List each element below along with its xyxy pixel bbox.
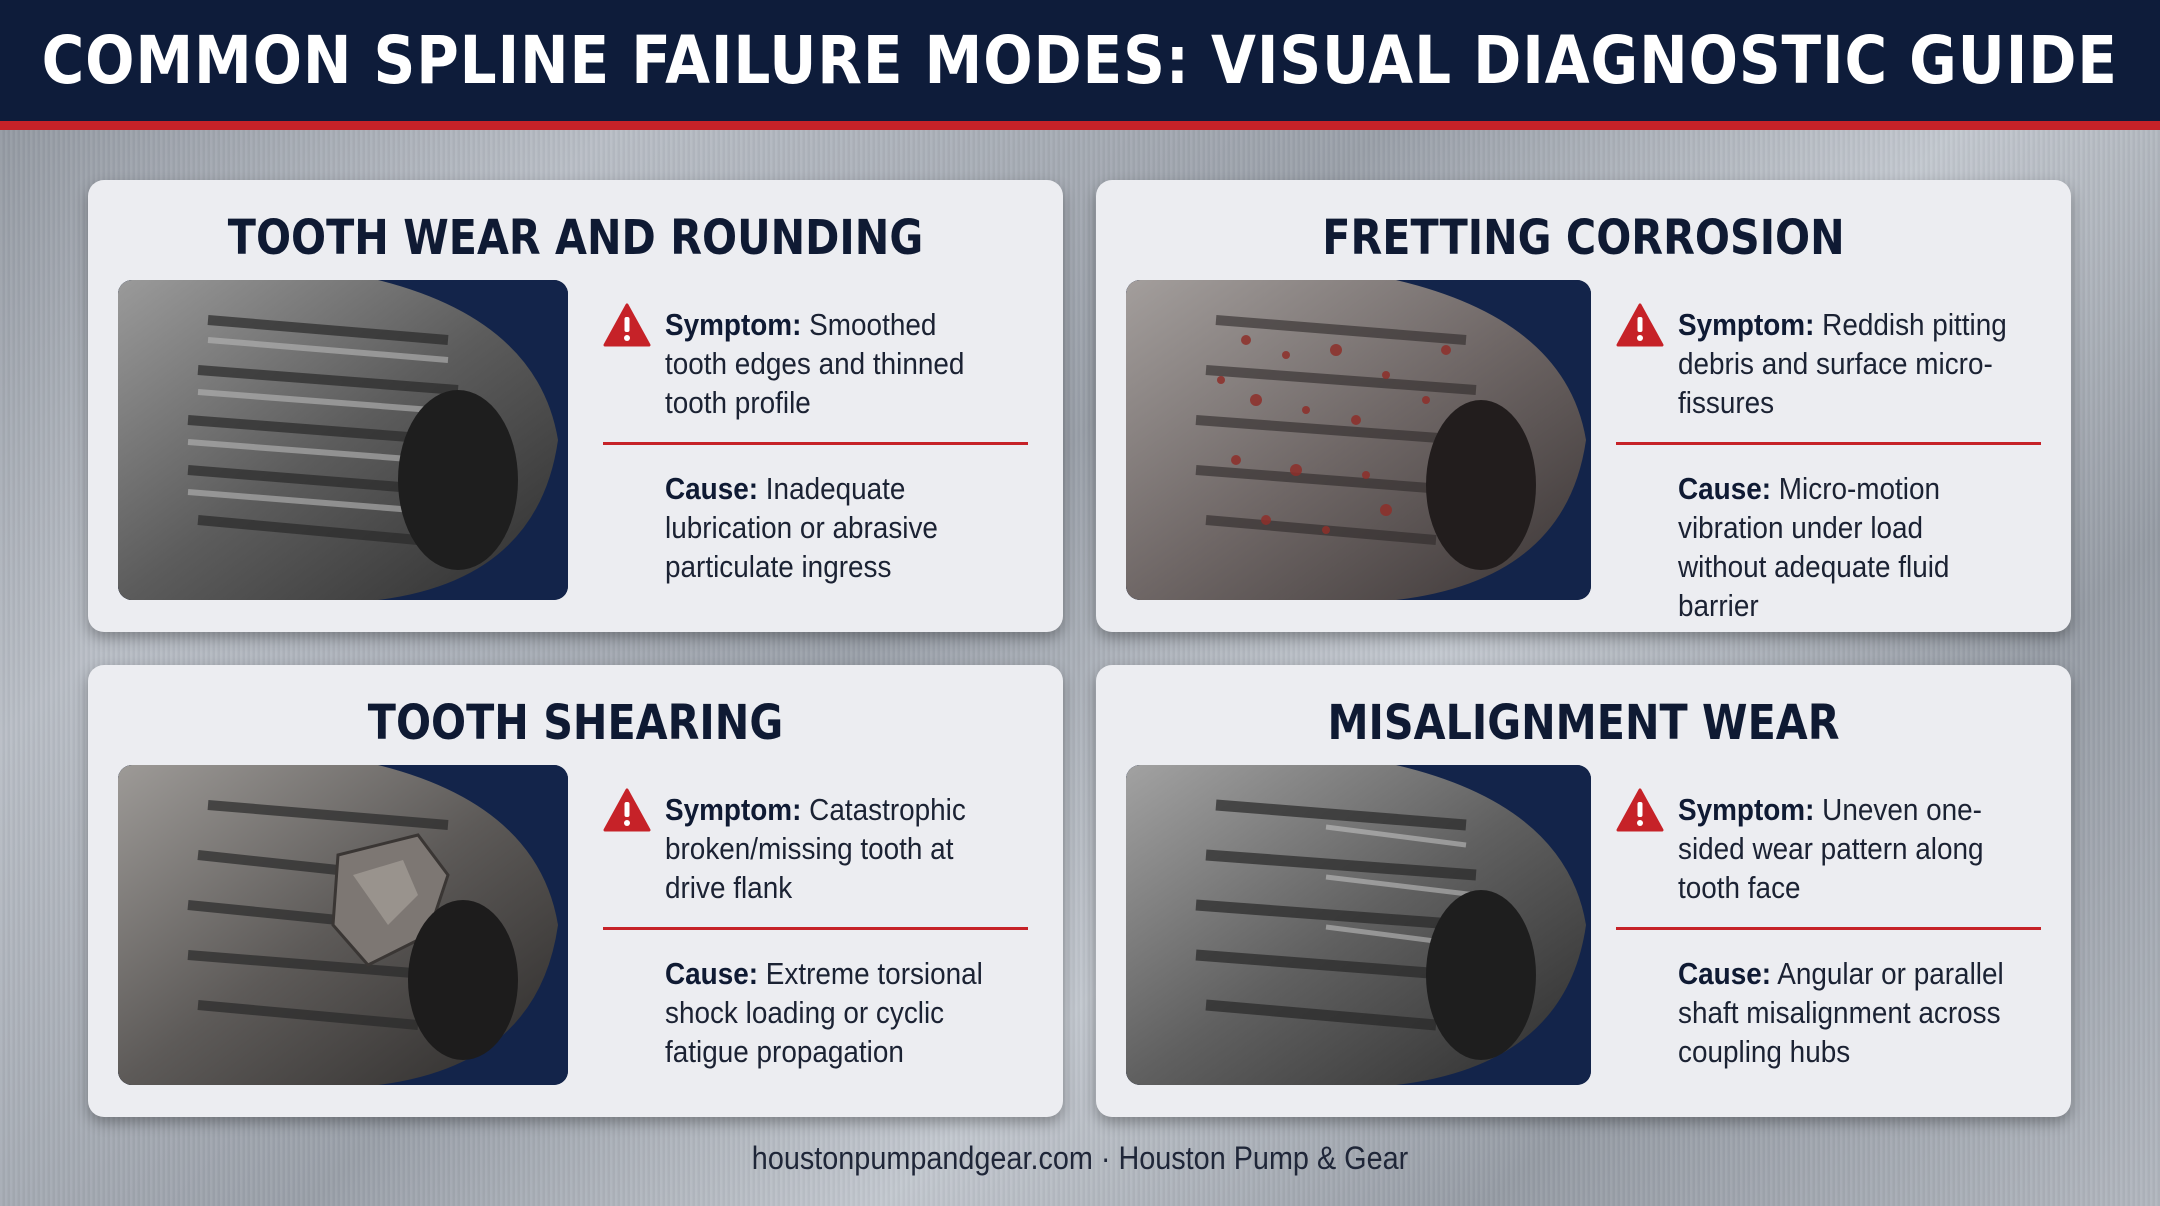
spline-photo-corroded bbox=[1126, 280, 1591, 600]
card-tooth-wear: TOOTH WEAR AND ROUNDING bbox=[88, 180, 1063, 632]
warning-triangle-icon bbox=[603, 303, 651, 347]
symptom-label: Symptom: bbox=[665, 792, 802, 827]
divider bbox=[603, 927, 1028, 930]
card-title: TOOTH SHEARING bbox=[367, 695, 784, 751]
spline-photo-sheared bbox=[118, 765, 568, 1085]
card-fretting-corrosion: FRETTING CORROSION bbox=[1096, 180, 2071, 632]
divider bbox=[1616, 442, 2041, 445]
cause-label: Cause: bbox=[665, 956, 759, 991]
symptom-label: Symptom: bbox=[1678, 792, 1815, 827]
warning-triangle-icon bbox=[1616, 303, 1664, 347]
warning-triangle-icon bbox=[1616, 788, 1664, 832]
spline-photo-worn bbox=[118, 280, 568, 600]
footer-attribution: houstonpumpandgear.com · Houston Pump & … bbox=[751, 1140, 1409, 1176]
symptom-text: Smoothed tooth edges and thinned tooth p… bbox=[665, 307, 965, 420]
card-title: TOOTH WEAR AND ROUNDING bbox=[227, 210, 924, 266]
card-title: FRETTING CORROSION bbox=[1322, 210, 1845, 266]
warning-triangle-icon bbox=[603, 788, 651, 832]
symptom-label: Symptom: bbox=[1678, 307, 1815, 342]
symptom-label: Symptom: bbox=[665, 307, 802, 342]
page-title: COMMON SPLINE FAILURE MODES: VISUAL DIAG… bbox=[41, 22, 2119, 99]
divider bbox=[603, 442, 1028, 445]
cause-text: Angular or parallel shaft misalignment a… bbox=[1678, 956, 2004, 1069]
cause-text: Micro-motion vibration under load withou… bbox=[1678, 471, 1950, 623]
cause-label: Cause: bbox=[665, 471, 759, 506]
cause-label: Cause: bbox=[1678, 956, 1772, 991]
card-tooth-shearing: TOOTH SHEARING bbox=[88, 665, 1063, 1117]
divider bbox=[1616, 927, 2041, 930]
cause-label: Cause: bbox=[1678, 471, 1772, 506]
page-header: COMMON SPLINE FAILURE MODES: VISUAL DIAG… bbox=[0, 0, 2160, 130]
symptom-text: Reddish pitting debris and surface micro… bbox=[1678, 307, 2007, 420]
cause-text: Extreme torsional shock loading or cycli… bbox=[665, 956, 983, 1069]
cause-text: Inadequate lubrication or abrasive parti… bbox=[665, 471, 938, 584]
card-title: MISALIGNMENT WEAR bbox=[1327, 695, 1840, 751]
symptom-text: Uneven one-sided wear pattern along toot… bbox=[1678, 792, 1984, 905]
symptom-text: Catastrophic broken/missing tooth at dri… bbox=[665, 792, 966, 905]
spline-photo-misaligned bbox=[1126, 765, 1591, 1085]
card-misalignment-wear: MISALIGNMENT WEAR bbox=[1096, 665, 2071, 1117]
